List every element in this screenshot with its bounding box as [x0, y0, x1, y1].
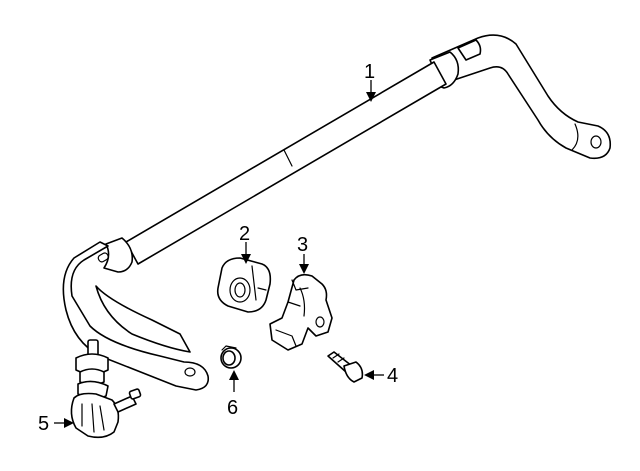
callout-1: 1 [364, 61, 375, 83]
callout-6: 6 [227, 397, 238, 419]
stabilizer-link[interactable] [70, 339, 142, 439]
callout-4: 4 [387, 365, 398, 387]
leaders [54, 80, 384, 428]
bolt[interactable] [327, 351, 364, 383]
stabilizer-bar[interactable] [62, 34, 612, 391]
callout-5: 5 [38, 413, 49, 435]
bushing[interactable] [216, 257, 272, 313]
nut[interactable] [220, 345, 242, 369]
bushing-bracket[interactable] [269, 273, 333, 351]
callout-2: 2 [239, 223, 250, 245]
callout-3: 3 [297, 234, 308, 256]
